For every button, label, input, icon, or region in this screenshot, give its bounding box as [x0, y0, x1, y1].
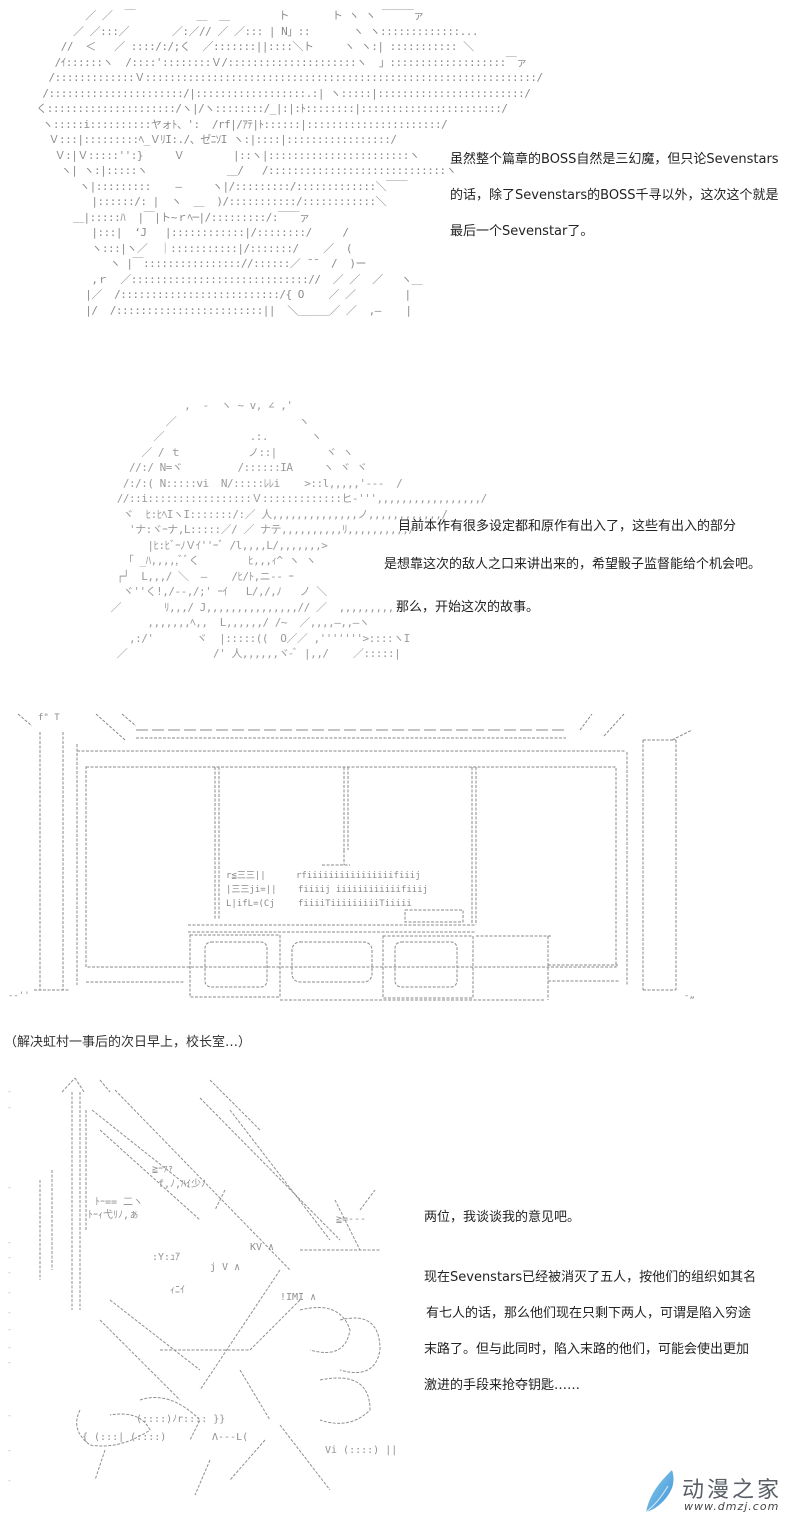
svg-text:-: -	[8, 1358, 11, 1367]
narration-closing: 那么，开始这次的故事。	[396, 600, 540, 615]
svg-text:-: -	[8, 1325, 11, 1334]
feather-logo-icon	[645, 1470, 674, 1513]
watermark-name: 动漫之家	[682, 1478, 783, 1503]
narration-line: 的话，除了Sevenstars的BOSS千寻以外，这次这个就是	[450, 188, 779, 203]
svg-text:--'': --''	[8, 991, 30, 1001]
svg-text:KV ∧: KV ∧	[250, 1242, 274, 1253]
narration-line: 现在Sevenstars已经被消灭了五人，按他们的组织如其名	[424, 1270, 757, 1285]
svg-text:-: -	[8, 1411, 11, 1420]
svg-text:-: -	[8, 1343, 11, 1352]
svg-text:≧ｰｧｧ: ≧ｰｧｧ	[152, 1164, 173, 1175]
ascii-art-principal-office: r≦三三|| |三三ji=|| L|ifL=(Cj rfiiiiiiiiiiii…	[8, 713, 695, 1001]
svg-text:-: -	[8, 1238, 11, 1247]
svg-text:Vi (::::) ||: Vi (::::) ||	[325, 1445, 397, 1456]
svg-text:L|ifL=(Cj: L|ifL=(Cj	[226, 899, 275, 909]
panel-4: ≧ｰｧｧ f,ﾉ,ﾊｲ少ﾉ ﾄｰ== 二ヽ ﾄｰｨ弋ﾘﾉ,ぁ :Y:ｭｱ ｨﾆｲ…	[0, 1070, 800, 1530]
svg-text:fiiiiTiiiiiiiiiTiiiii: fiiiiTiiiiiiiiiTiiiii	[298, 899, 412, 909]
scene-caption: （解决虹村一事后的次日早上，校长室…）	[4, 1035, 252, 1050]
svg-text:-: -	[8, 1308, 11, 1317]
narration-block-4: 现在Sevenstars已经被消灭了五人，按他们的组织如其名 有七人的话，那么他…	[424, 1260, 756, 1404]
svg-text:-„: -„	[684, 991, 695, 1001]
narration-line: 有七人的话，那么他们现在只剩下两人，可谓是陷入穷途	[426, 1306, 752, 1321]
svg-text:ｨﾆｲ: ｨﾆｲ	[170, 1285, 185, 1296]
ascii-art-portrait-boss: ／ ／ ￣ ＿ ＿ ト ト ヽ ヽ ￣￣￣ァ ／ ／:::／ ／:／// ／ ／…	[36, 9, 543, 317]
svg-text:-: -	[8, 1183, 11, 1192]
svg-text:≧=---: ≧=---	[336, 1214, 366, 1225]
narration-line: 是想靠这次的敌人之口来讲出来的，希望骰子监督能给个机会吧。	[384, 557, 762, 572]
svg-text:{ (:::| (::::): { (:::| (::::)	[82, 1432, 166, 1443]
svg-text:-: -	[8, 1446, 11, 1455]
svg-text:Λ---L(: Λ---L(	[212, 1432, 248, 1443]
svg-text:-: -	[8, 1476, 11, 1485]
narration-line: 目前本作有很多设定都和原作有出入了，这些有出入的部分	[398, 519, 737, 534]
svg-text:!IMI ∧: !IMI ∧	[280, 1292, 316, 1303]
svg-text:rfiiiiiiiiiiiiiiiifiiij: rfiiiiiiiiiiiiiiiifiiij	[296, 871, 421, 881]
svg-text:f,ﾉ,ﾊｲ少ﾉ: f,ﾉ,ﾊｲ少ﾉ	[158, 1178, 206, 1190]
svg-text:r≦三三||: r≦三三||	[226, 871, 266, 881]
svg-text:ﾄｰｨ弋ﾘﾉ,ぁ: ﾄｰｨ弋ﾘﾉ,ぁ	[88, 1208, 139, 1221]
svg-text:j V ∧: j V ∧	[210, 1262, 240, 1273]
svg-text:(::::)ﾉr:::: }}: (::::)ﾉr:::: }}	[136, 1414, 225, 1425]
narration-block-1: 虽然整个篇章的BOSS自然是三幻魔，但只论Sevenstars 的话，除了Sev…	[450, 142, 779, 250]
svg-text:-: -	[8, 1087, 11, 1096]
svg-text:-: -	[8, 1103, 11, 1112]
ascii-art-principal: ≧ｰｧｧ f,ﾉ,ﾊｲ少ﾉ ﾄｰ== 二ヽ ﾄｰｨ弋ﾘﾉ,ぁ :Y:ｭｱ ｨﾆｲ…	[8, 1077, 397, 1496]
watermark-logo: 动漫之家 www.dmzj.com	[640, 1466, 800, 1526]
panel-2: , - ヽ ~ v, ∠ ,' ／ ヽ ／ .:. ヽ ／ / ｔ ノ::| ヾ…	[0, 380, 800, 680]
narration-intro: 两位，我谈谈我的意见吧。	[424, 1210, 581, 1225]
ascii-art-portrait-author: , - ヽ ~ v, ∠ ,' ／ ヽ ／ .:. ヽ ／ / ｔ ノ::| ヾ…	[110, 399, 488, 660]
narration-block-2: 目前本作有很多设定都和原作有出入了，这些有出入的部分 是想靠这次的敌人之口来讲出…	[384, 508, 761, 584]
narration-line: 末路了。但与此同时，陷入末路的他们，可能会使出更加	[424, 1342, 750, 1357]
narration-line: 虽然整个篇章的BOSS自然是三幻魔，但只论Sevenstars	[450, 152, 779, 167]
svg-text:|三三ji=||: |三三ji=||	[226, 885, 277, 895]
svg-text:-: -	[8, 1253, 11, 1262]
svg-text:fiiiij iiiiiiiiiiiifiiij: fiiiij iiiiiiiiiiiifiiij	[298, 885, 428, 895]
watermark-url: www.dmzj.com	[684, 1500, 780, 1513]
svg-text::Y:ｭｱ: :Y:ｭｱ	[152, 1252, 180, 1263]
svg-text:-: -	[8, 1288, 11, 1297]
svg-text:-: -	[8, 1268, 11, 1277]
narration-line: 最后一个Sevenstar了。	[450, 224, 594, 239]
svg-text:f" T: f" T	[38, 713, 60, 723]
narration-line: 激进的手段来抢夺钥匙……	[424, 1378, 581, 1393]
panel-1: ／ ／ ￣ ＿ ＿ ト ト ヽ ヽ ￣￣￣ァ ／ ／:::／ ／:／// ／ ／…	[0, 0, 800, 370]
svg-text:ﾄｰ== 二ヽ: ﾄｰ== 二ヽ	[95, 1197, 143, 1208]
